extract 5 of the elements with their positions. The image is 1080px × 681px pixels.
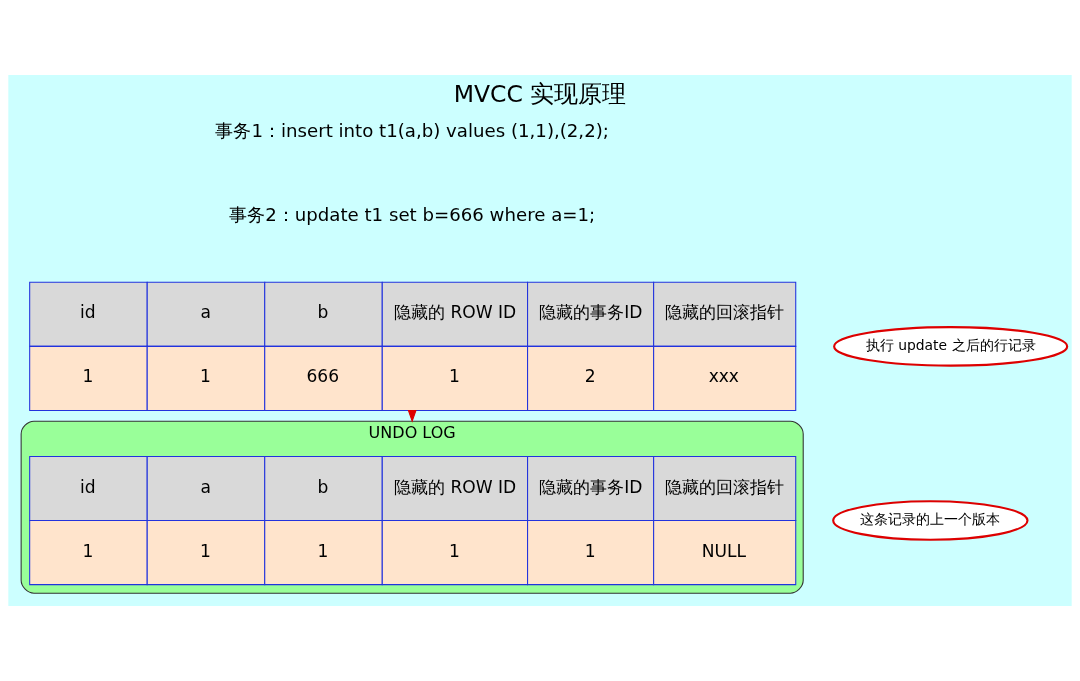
diagram-title: MVCC 实现原理 [453,80,627,109]
node-ellipse: 执行 update 之后的行记录 [833,326,1069,367]
label: 事务2：update t1 set b=666 where a=1; [229,204,596,226]
node-ellipse: 这条记录的上一个版本 [832,500,1029,541]
label: 事务1：insert into t1(a,b) values (1,1),(2,2); [215,120,609,142]
